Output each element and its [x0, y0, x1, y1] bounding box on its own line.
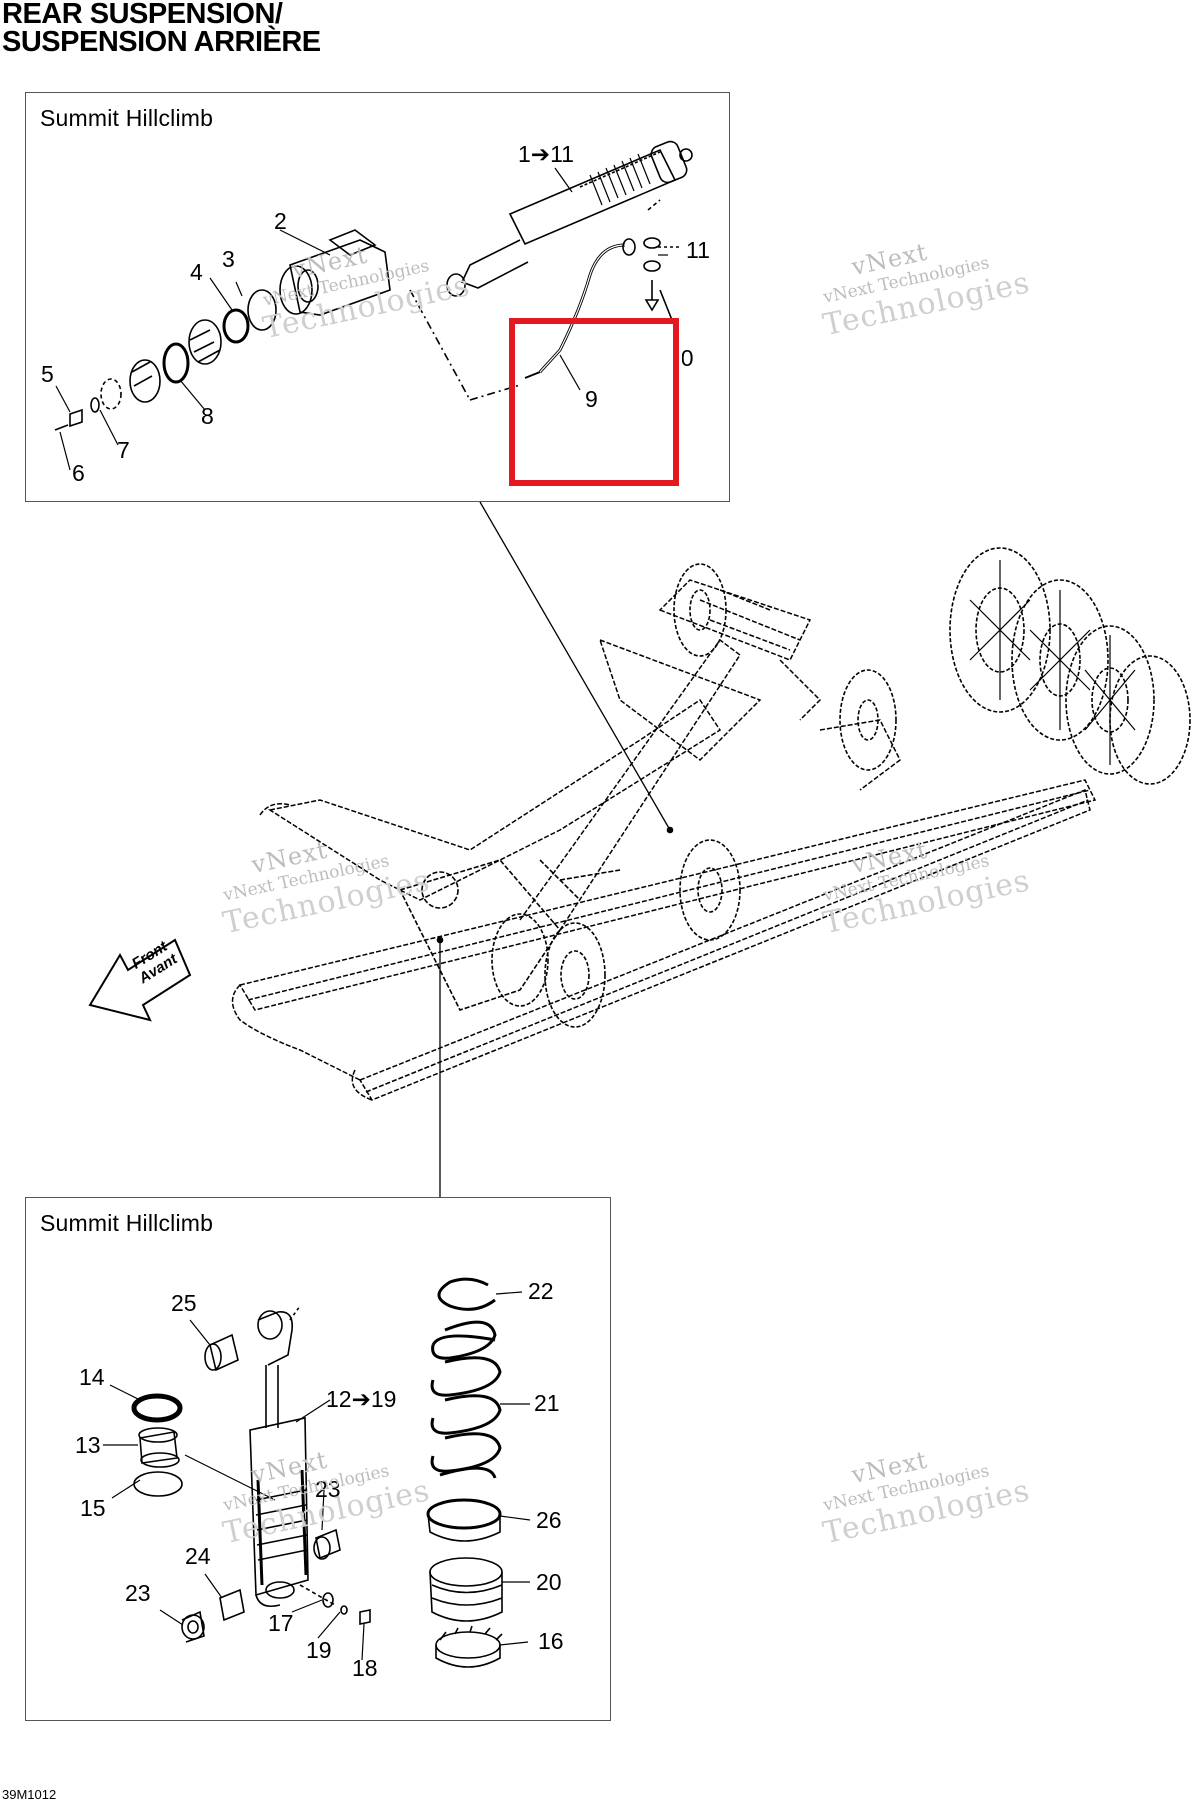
page-title: REAR SUSPENSION/ SUSPENSION ARRIÈRE — [2, 0, 321, 58]
title-line-2: SUSPENSION ARRIÈRE — [2, 26, 321, 58]
callout-15[interactable]: 15 — [80, 1495, 106, 1521]
callout-7[interactable]: 7 — [117, 437, 130, 463]
callout-8[interactable]: 8 — [201, 403, 214, 429]
callout-3[interactable]: 3 — [222, 246, 235, 272]
shock-absorber-top — [446, 140, 693, 379]
callout-10[interactable]: 10 — [682, 347, 694, 370]
callout-20[interactable]: 20 — [536, 1569, 562, 1595]
callout-14[interactable]: 14 — [79, 1364, 105, 1390]
callout-19[interactable]: 19 — [306, 1637, 332, 1663]
skid-frame — [231, 579, 1097, 1101]
front-arm — [398, 859, 621, 1011]
callout-16[interactable]: 16 — [538, 1628, 564, 1654]
callout-9[interactable]: 9 — [585, 386, 598, 412]
bottom-leaders — [103, 1291, 531, 1661]
callout-13[interactable]: 13 — [75, 1432, 101, 1458]
callout-23-upper[interactable]: 23 — [315, 1476, 341, 1502]
callout-12-19[interactable]: 12➔19 — [326, 1386, 397, 1412]
top-leaders — [55, 167, 668, 471]
spring-stack — [426, 1277, 503, 1668]
callout-1-11[interactable]: 1➔11 — [518, 141, 574, 167]
figure-code: 39M1012 — [2, 1787, 57, 1802]
wheels — [491, 547, 1191, 1028]
wheel-spokes — [969, 560, 1136, 765]
bottom-detail-panel: Summit Hillclimb — [25, 1197, 611, 1721]
callout-4[interactable]: 4 — [190, 259, 203, 285]
callout-5[interactable]: 5 — [41, 361, 54, 387]
bottom-panel-title: Summit Hillclimb — [40, 1210, 214, 1236]
top-panel-title: Summit Hillclimb — [40, 105, 214, 131]
callout-23-lower[interactable]: 23 — [125, 1580, 151, 1606]
callout-17[interactable]: 17 — [268, 1610, 294, 1636]
callout-6[interactable]: 6 — [72, 460, 85, 486]
callout-25[interactable]: 25 — [171, 1290, 197, 1316]
callout-18[interactable]: 18 — [352, 1655, 378, 1681]
shock-absorber-bottom — [131, 1305, 371, 1643]
callout-2[interactable]: 2 — [274, 208, 287, 234]
callout-11[interactable]: 11 — [686, 237, 710, 263]
callout-26[interactable]: 26 — [536, 1507, 562, 1533]
connector-dot — [666, 826, 674, 834]
title-line-1: REAR SUSPENSION/ — [2, 0, 283, 30]
top-connector — [479, 501, 671, 831]
highlight-box-part-9 — [509, 318, 679, 486]
callout-21[interactable]: 21 — [534, 1390, 560, 1416]
top-detail-panel: Summit Hillclimb — [25, 92, 730, 502]
front-arrow-icon — [88, 938, 192, 1022]
reservoir-parts — [54, 229, 521, 431]
callout-22[interactable]: 22 — [528, 1278, 554, 1304]
callout-24[interactable]: 24 — [185, 1543, 211, 1569]
